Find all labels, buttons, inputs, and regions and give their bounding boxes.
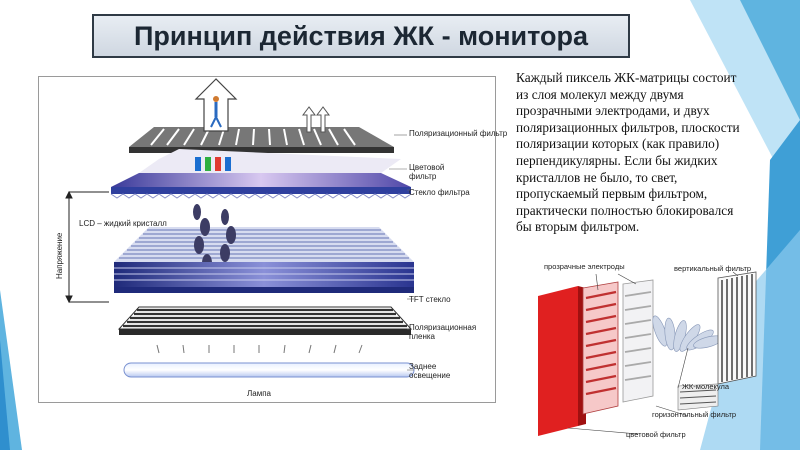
slide-title: Принцип действия ЖК - монитора xyxy=(92,14,630,58)
label-voltage: Напряжение xyxy=(55,232,64,279)
horizontal-filter xyxy=(677,383,719,411)
label-tft-glass: TFT стекло xyxy=(409,295,451,304)
label-lcd: LCD – жидкий кристалл xyxy=(79,219,167,228)
polarizer-film-layer xyxy=(117,306,413,335)
lcd-layers-diagram: Поляризационный фильтр Цветовой фильтр С… xyxy=(38,76,507,403)
description-line: кристаллов не было, то свет, xyxy=(516,169,678,185)
label-horizontal-filter: горизонтальный фильтр xyxy=(652,410,737,419)
pixel-structure-diagram: прозрачные электроды вертикальный фильтр… xyxy=(528,256,760,446)
filter-glass-layer xyxy=(110,187,412,199)
description-line: практически полностью блокировался xyxy=(516,202,734,218)
label-polarizer-film: Поляризационная пленка xyxy=(409,323,477,341)
color-filter-layer xyxy=(111,149,411,187)
light-rays xyxy=(156,344,363,354)
top-polarizer-layer xyxy=(129,127,394,153)
label-color-filter: Цветовой фильтр xyxy=(409,163,445,181)
description-text: Каждый пиксель ЖК-матрицы состоит из сло… xyxy=(516,70,778,236)
lamp-shape xyxy=(123,362,415,378)
description-line: перпендикулярны. Если бы жидких xyxy=(516,152,718,168)
description-line: Каждый пиксель ЖК-матрицы состоит xyxy=(516,70,737,85)
description-line: поляризации которых (как правило) xyxy=(516,136,720,152)
label-vertical-filter: вертикальный фильтр xyxy=(674,264,752,273)
voltage-bracket xyxy=(65,190,109,304)
small-up-arrows xyxy=(302,106,330,133)
description-line: поляризационных фильтров, плоскости xyxy=(516,119,740,135)
label-lc-molecule: ЖК-молекула xyxy=(682,382,729,391)
label-polarizer-top: Поляризационный фильтр xyxy=(409,129,508,138)
label-lamp: Лампа xyxy=(247,389,271,398)
label-filter-glass: Стекло фильтра xyxy=(409,188,470,197)
person-icon xyxy=(195,157,231,171)
label-pixel-color-filter: цветовой фильтр xyxy=(626,430,686,439)
liquid-crystal-layer xyxy=(114,204,414,289)
lc-molecules xyxy=(652,315,723,352)
description-line: из слоя молекул между двумя xyxy=(516,86,684,102)
red-color-filter xyxy=(538,286,586,436)
transparent-electrodes xyxy=(582,279,654,415)
up-arrow-icon xyxy=(194,78,238,132)
vertical-filter xyxy=(717,271,757,385)
description-line: прозрачными электродами, и двух xyxy=(516,103,710,119)
label-backlight: Заднее освещение xyxy=(409,362,451,380)
label-transparent-electrodes: прозрачные электроды xyxy=(544,262,625,271)
tft-glass-layer xyxy=(114,262,414,293)
description-line: бы вторым фильтром. xyxy=(516,219,640,235)
description-line: пропускаемый первым фильтром, xyxy=(516,186,708,202)
